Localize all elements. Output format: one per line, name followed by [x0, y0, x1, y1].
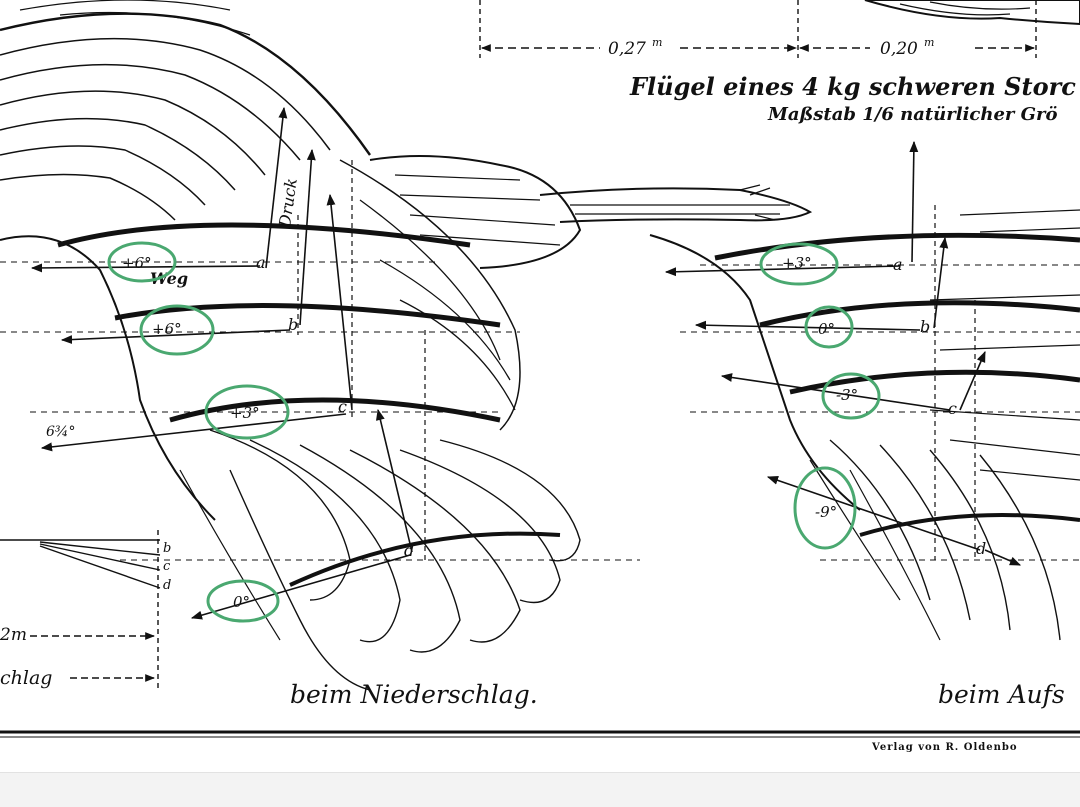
left-angle-highlights	[107, 241, 290, 623]
dimension-right-label: 0,20	[880, 39, 918, 59]
right-point-c: c	[948, 399, 957, 418]
scale-label: 2m	[0, 625, 27, 645]
publisher: Verlag von R. Oldenbo	[871, 742, 1018, 753]
scale-letter-d: d	[163, 578, 171, 593]
weg-label: Weg	[150, 269, 188, 288]
left-angle-4: 0°	[233, 593, 250, 611]
left-point-d: d	[404, 541, 414, 560]
left-scale	[0, 530, 161, 690]
page-footer-strip	[0, 772, 1080, 807]
druck-label: Druck	[275, 177, 301, 230]
right-angle-1: +3°	[782, 254, 812, 272]
right-point-d: d	[976, 539, 986, 558]
left-point-a: a	[256, 253, 266, 272]
right-angle-3: -3°	[836, 386, 858, 404]
right-point-b: b	[920, 317, 930, 336]
left-wing-arrows	[30, 106, 413, 620]
left-side-angle: 6¾°	[46, 424, 75, 440]
left-point-c: c	[338, 397, 347, 416]
left-caption: beim Niederschlag.	[290, 680, 538, 709]
scale-word: chlag	[0, 667, 52, 689]
right-angle-2: 0°	[818, 320, 835, 338]
dimension-left-sup: m	[652, 36, 662, 49]
dimension-line	[479, 0, 1037, 58]
plate-scale: Maßstab 1/6 natürlicher Grö	[767, 104, 1058, 125]
left-angle-2: +6°	[152, 320, 182, 338]
dimension-right-sup: m	[924, 36, 934, 49]
right-point-a: a	[893, 255, 903, 274]
left-angle-3: +3°	[230, 404, 260, 422]
right-wing-arrows	[664, 140, 1022, 566]
left-point-b: b	[288, 315, 298, 334]
right-caption: beim Aufs	[938, 680, 1065, 709]
left-angle-1: +6°	[122, 254, 152, 272]
left-wing	[0, 0, 813, 691]
scale-letter-c: c	[163, 559, 171, 574]
right-angle-highlights	[759, 242, 881, 550]
right-angle-4: -9°	[815, 503, 837, 521]
plate-title: Flügel eines 4 kg schweren Storc	[629, 72, 1076, 101]
dimension-left-label: 0,27	[608, 39, 646, 59]
top-wing-fragment	[864, 0, 1080, 26]
scale-letter-b: b	[163, 541, 171, 556]
bottom-rule	[0, 730, 1080, 738]
